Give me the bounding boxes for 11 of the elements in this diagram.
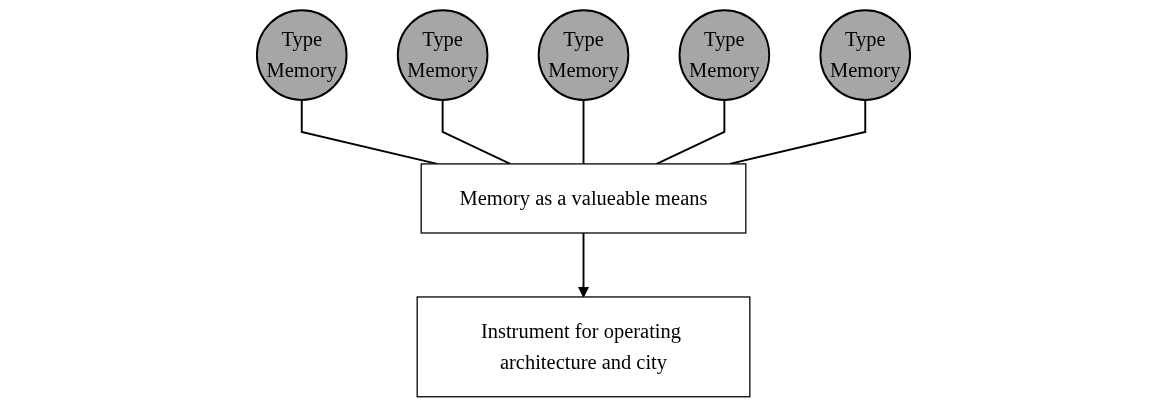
node-circle: Type Memory [255, 9, 348, 101]
node-circle: Type Memory [396, 9, 489, 101]
node-box: Memory as a valueable means [420, 163, 747, 234]
node-box: Instrument for operating architecture and city [416, 296, 751, 398]
node-circle: Type Memory [819, 9, 912, 101]
arrow [577, 232, 590, 298]
node-circle: Type Memory [537, 9, 630, 101]
connector [441, 99, 512, 165]
connector [582, 99, 585, 165]
node-circle: Type Memory [678, 9, 771, 101]
connector [655, 99, 726, 165]
